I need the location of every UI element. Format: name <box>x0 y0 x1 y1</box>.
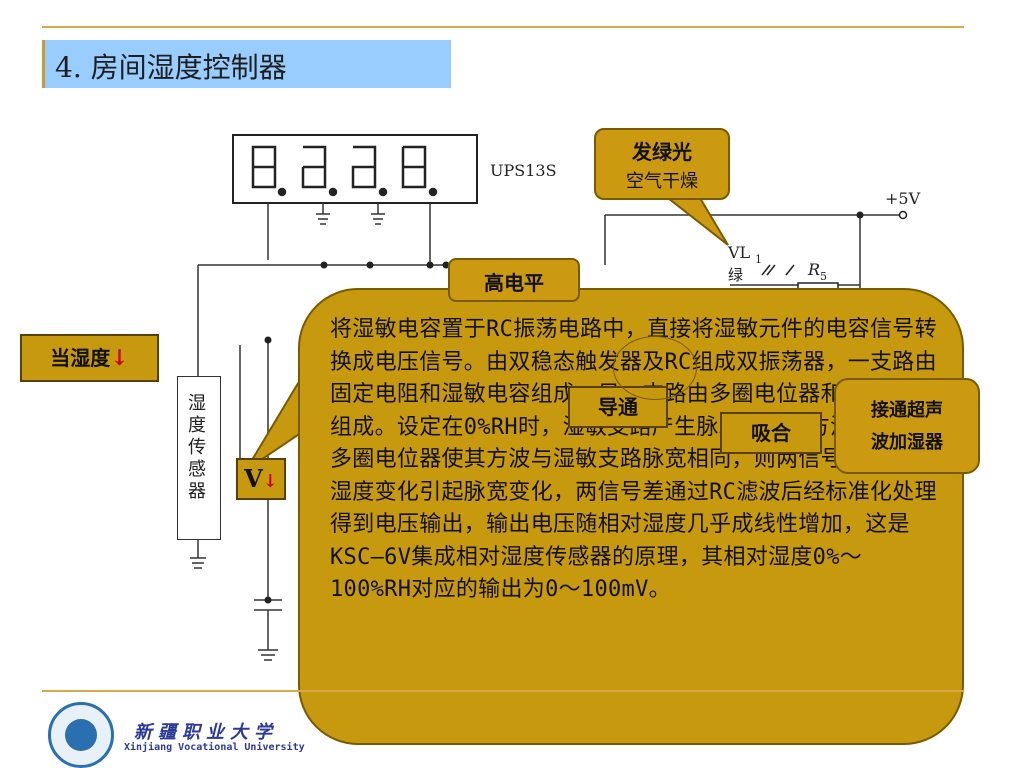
logo-emblem-icon <box>65 719 97 751</box>
green-light-line2: 空气干燥 <box>626 171 698 192</box>
vcc-label: +5V <box>885 189 921 208</box>
humidity-arrow-icon: ↓ <box>110 345 129 371</box>
highlight-circle <box>613 336 697 400</box>
green-light-pointer <box>665 197 729 246</box>
seven-segment-display <box>232 134 478 204</box>
bottom-rule <box>42 690 964 692</box>
humidity-sensor: 湿度传感器 <box>177 376 221 540</box>
high-level-label: 高电平 <box>484 271 544 295</box>
attract-badge: 吸合 <box>720 412 822 454</box>
led-label: VL <box>727 243 751 262</box>
ultrasonic-line2: 波加湿器 <box>871 432 943 453</box>
explanation-text: 将湿敏电容置于RC振荡电路中，直接将湿敏元件的电容信号转换成电压信号。由双稳态触… <box>330 317 937 602</box>
resistor-subscript: 5 <box>820 270 827 283</box>
wires <box>190 203 900 661</box>
logo-english-name: Xinjiang Vocational University <box>124 742 305 753</box>
humidity-drop-badge: 当湿度↓ <box>20 334 159 382</box>
led-subscript: 1 <box>755 253 762 266</box>
slide-title: 4. 房间湿度控制器 <box>55 51 287 84</box>
resistor-label: R <box>807 260 820 279</box>
logo-chinese-name: 新疆职业大学 <box>134 722 278 743</box>
voltage-label: V <box>244 464 263 493</box>
ultrasonic-callout: 接通超声 波加湿器 <box>834 378 980 474</box>
display-label: UPS13S <box>490 161 557 180</box>
humidity-drop-label: 当湿度 <box>50 346 111 370</box>
top-rule <box>42 26 964 28</box>
high-level-callout: 高电平 <box>448 258 580 302</box>
green-light-callout: 发绿光 空气干燥 <box>594 128 730 200</box>
ultrasonic-line1: 接通超声 <box>871 400 943 421</box>
segment-digits <box>251 145 438 197</box>
conduct-label: 导通 <box>598 395 638 419</box>
led-light-arrows <box>761 264 795 276</box>
green-light-line1: 发绿光 <box>632 140 692 164</box>
voltage-arrow-icon: ↓ <box>262 471 278 492</box>
attract-label: 吸合 <box>751 421 791 445</box>
sensor-label: 湿度传感器 <box>188 393 206 502</box>
led-color-label: 绿 <box>728 266 743 284</box>
university-logo-icon <box>48 702 114 768</box>
title-bar: 4. 房间湿度控制器 <box>42 40 451 88</box>
voltage-drop-badge: V↓ <box>236 458 286 500</box>
